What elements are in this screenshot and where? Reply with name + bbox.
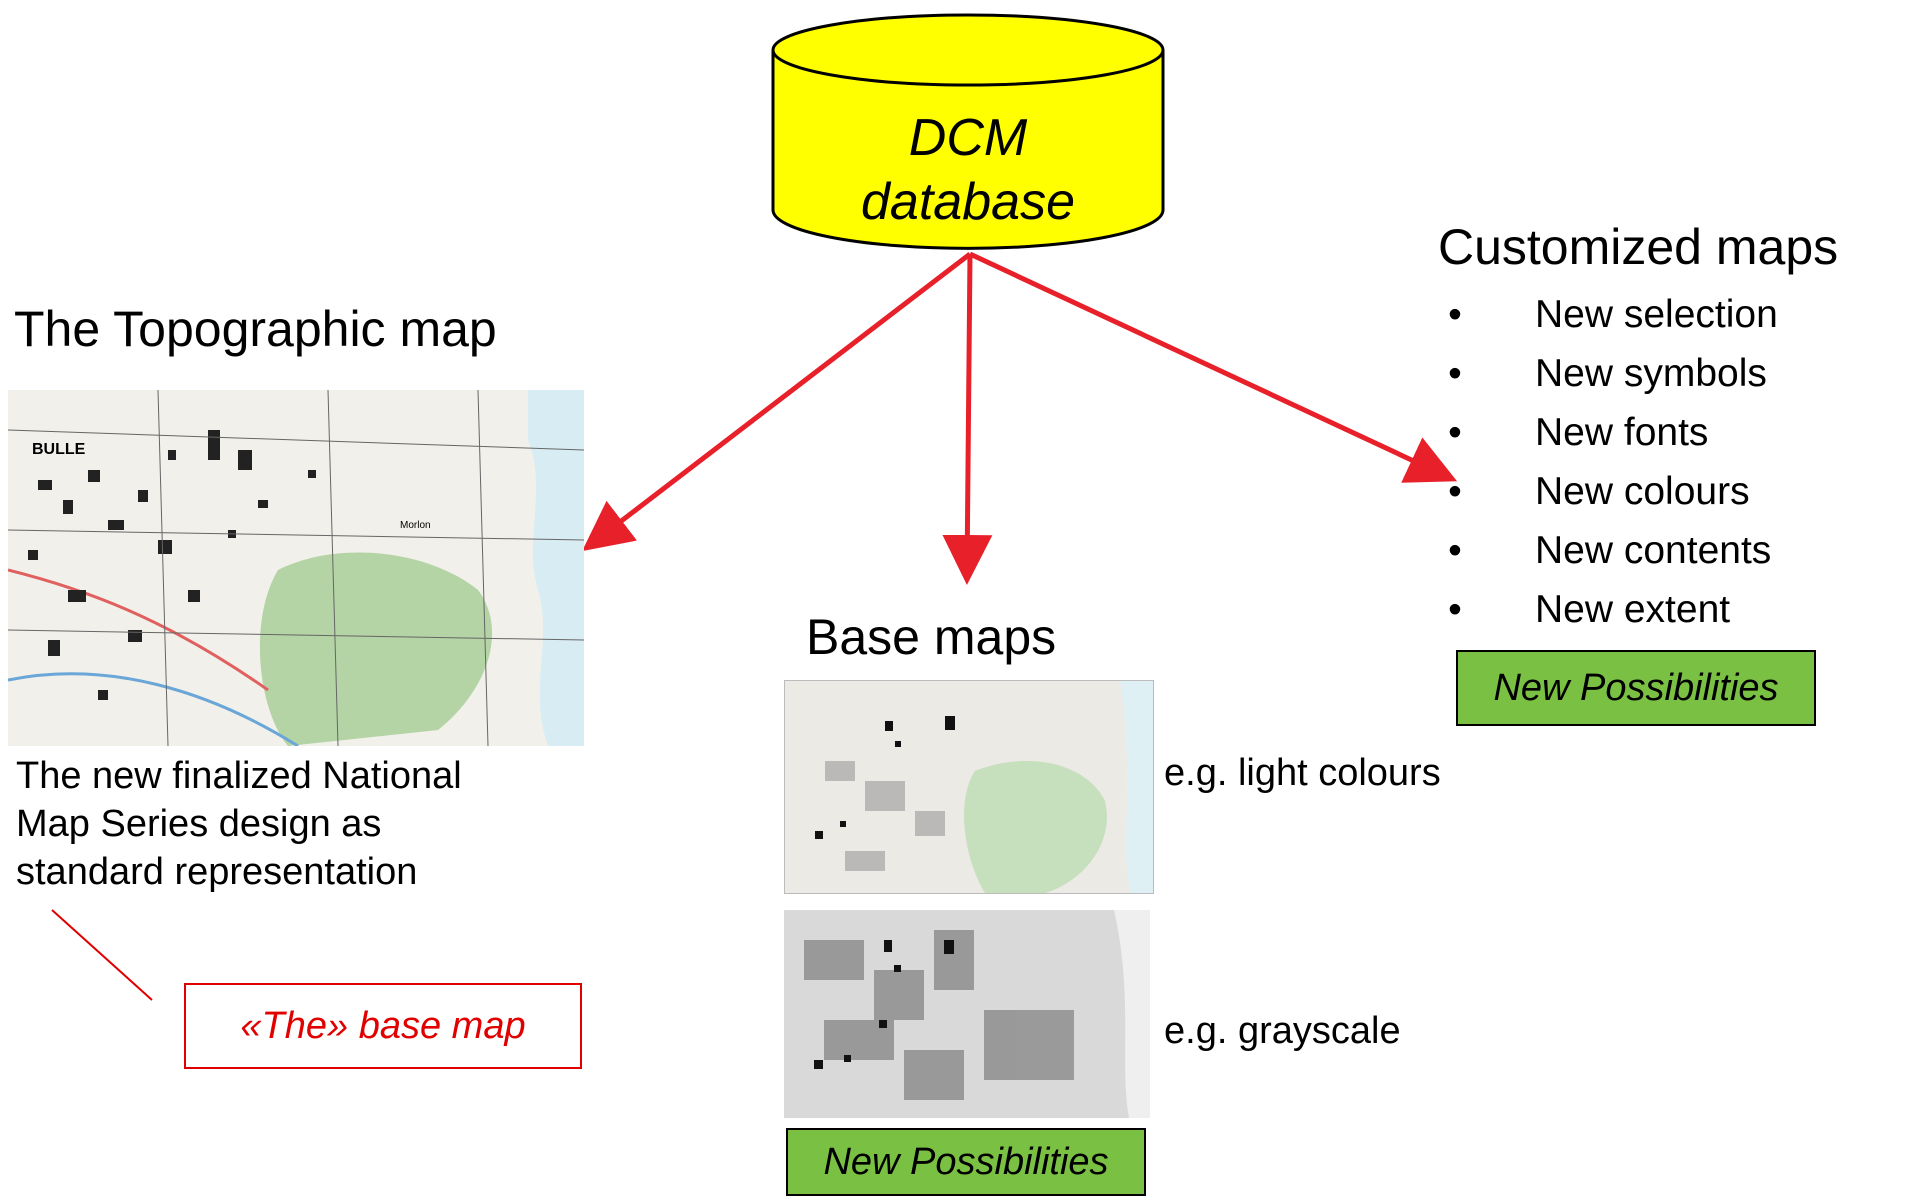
- list-item: • New colours: [1445, 462, 1778, 521]
- topographic-description-line: The new finalized National: [16, 755, 462, 797]
- base-maps-heading: Base maps: [806, 609, 1057, 665]
- database-cylinder-icon: [771, 13, 1165, 250]
- database-label-line1: DCM: [908, 109, 1028, 167]
- topographic-description-line: Map Series design as: [16, 803, 382, 845]
- bullet-icon: •: [1448, 588, 1462, 631]
- list-item-label: New selection: [1535, 293, 1778, 336]
- list-item-label: New symbols: [1535, 352, 1767, 395]
- topographic-map-image: BULLE Morlon: [8, 390, 584, 746]
- arrow-to-base-maps: [942, 253, 993, 585]
- customized-maps-list: • New selection • New symbols • New fonts •…: [1445, 285, 1778, 639]
- topographic-description: The new finalized National Map Series de…: [16, 752, 576, 896]
- list-item: • New selection: [1445, 285, 1778, 344]
- list-item: • New contents: [1445, 521, 1778, 580]
- light-colours-map-image: [784, 680, 1154, 894]
- list-item: • New extent: [1445, 580, 1778, 639]
- arrow-to-topographic: [582, 252, 972, 552]
- list-item-label: New colours: [1535, 470, 1750, 513]
- grayscale-caption: e.g. grayscale: [1164, 1010, 1401, 1052]
- list-item-label: New fonts: [1535, 411, 1709, 454]
- base-map-pointer-line: [51, 909, 153, 1001]
- topographic-heading: The Topographic map: [14, 301, 497, 357]
- grayscale-map-image: [784, 910, 1150, 1118]
- list-item-label: New extent: [1535, 588, 1731, 631]
- base-maps-new-possibilities-box: New Possibilities: [786, 1128, 1146, 1196]
- topographic-description-line: standard representation: [16, 851, 418, 893]
- bullet-icon: •: [1448, 529, 1462, 572]
- database-label-line2: database: [861, 173, 1075, 231]
- bullet-icon: •: [1448, 470, 1462, 513]
- customized-maps-heading: Customized maps: [1438, 219, 1839, 275]
- list-item: • New symbols: [1445, 344, 1778, 403]
- map-label-morlon: Morlon: [400, 520, 431, 531]
- customized-new-possibilities-box: New Possibilities: [1456, 650, 1816, 726]
- bullet-icon: •: [1448, 293, 1462, 336]
- database-label: DCM database: [770, 106, 1166, 234]
- light-colours-caption: e.g. light colours: [1164, 752, 1441, 794]
- bullet-icon: •: [1448, 411, 1462, 454]
- the-base-map-box: «The» base map: [184, 983, 582, 1069]
- arrow-to-customized: [968, 251, 1458, 483]
- bullet-icon: •: [1448, 352, 1462, 395]
- list-item: • New fonts: [1445, 403, 1778, 462]
- list-item-label: New contents: [1535, 529, 1772, 572]
- map-label-bulle: BULLE: [32, 441, 86, 458]
